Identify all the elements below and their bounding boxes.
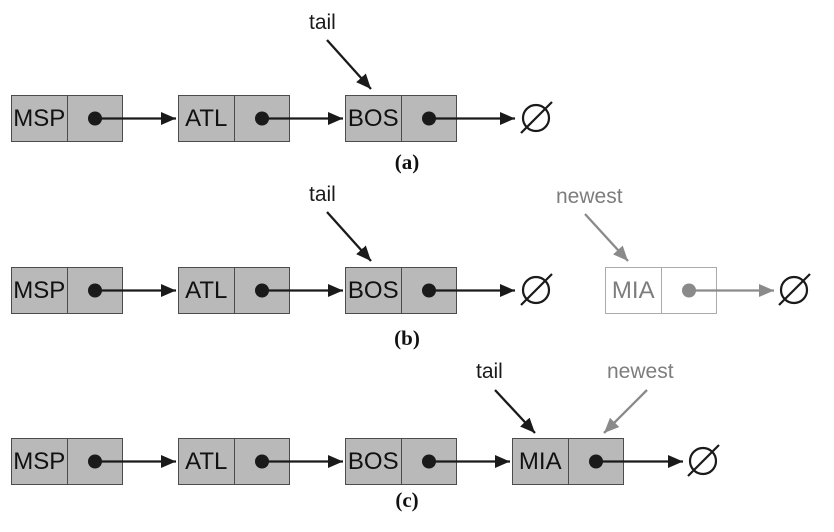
node-label: BOS	[347, 104, 399, 132]
node-label: BOS	[347, 447, 399, 475]
node-pointer-cell	[68, 268, 123, 313]
newest-pointer-label-b: newest	[556, 185, 623, 208]
node-data-cell: BOS	[346, 96, 402, 141]
tail-pointer-label-a: tail	[309, 11, 336, 34]
node-data-cell: ATL	[179, 268, 235, 313]
node-msp-c: MSP	[11, 438, 123, 485]
node-atl-c: ATL	[178, 438, 290, 485]
node-pointer-cell	[402, 439, 457, 484]
node-atl-a: ATL	[178, 95, 290, 142]
node-data-cell: BOS	[346, 439, 402, 484]
node-data-cell: MIA	[606, 268, 662, 313]
node-atl-b: ATL	[178, 267, 290, 314]
null-icon	[520, 273, 553, 306]
node-pointer-cell	[235, 268, 290, 313]
node-label: MIA	[518, 447, 562, 475]
node-pointer-cell	[235, 439, 290, 484]
tail-pointer-label-b: tail	[309, 183, 336, 206]
node-pointer-cell	[235, 96, 290, 141]
node-pointer-cell	[402, 268, 457, 313]
node-label: MSP	[13, 104, 66, 132]
node-label: MSP	[13, 276, 66, 304]
caption-b: (b)	[394, 326, 420, 350]
node-pointer-cell	[569, 439, 624, 484]
tail-arrow-icon	[494, 389, 536, 434]
caption-a: (a)	[394, 150, 420, 174]
node-pointer-cell	[68, 439, 123, 484]
node-data-cell: MSP	[12, 268, 68, 313]
node-mia-new-b: MIA	[605, 267, 717, 314]
node-mia-c: MIA	[512, 438, 624, 485]
node-label: MSP	[13, 447, 66, 475]
newest-arrow-icon	[584, 213, 629, 262]
node-bos-c: BOS	[345, 438, 457, 485]
newest-arrow-icon	[603, 389, 648, 434]
null-icon	[778, 273, 811, 306]
node-bos-b: BOS	[345, 267, 457, 314]
node-label: ATL	[185, 276, 228, 304]
node-data-cell: MIA	[513, 439, 569, 484]
null-icon	[687, 444, 720, 477]
node-label: MIA	[611, 276, 655, 304]
list-a-links	[88, 39, 553, 134]
node-label: ATL	[185, 447, 228, 475]
node-data-cell: ATL	[179, 96, 235, 141]
node-pointer-cell	[662, 268, 717, 313]
node-data-cell: MSP	[12, 439, 68, 484]
tail-arrow-icon	[326, 39, 372, 90]
newest-pointer-label-c: newest	[607, 360, 674, 383]
node-pointer-cell	[68, 96, 123, 141]
node-bos-a: BOS	[345, 95, 457, 142]
caption-c: (c)	[395, 488, 419, 512]
null-icon	[520, 101, 553, 134]
node-data-cell: MSP	[12, 96, 68, 141]
tail-pointer-label-c: tail	[476, 360, 503, 383]
tail-arrow-icon	[326, 211, 372, 262]
node-label: ATL	[185, 104, 228, 132]
node-data-cell: BOS	[346, 268, 402, 313]
node-pointer-cell	[402, 96, 457, 141]
node-msp-a: MSP	[11, 95, 123, 142]
node-data-cell: ATL	[179, 439, 235, 484]
node-msp-b: MSP	[11, 267, 123, 314]
node-label: BOS	[347, 276, 399, 304]
